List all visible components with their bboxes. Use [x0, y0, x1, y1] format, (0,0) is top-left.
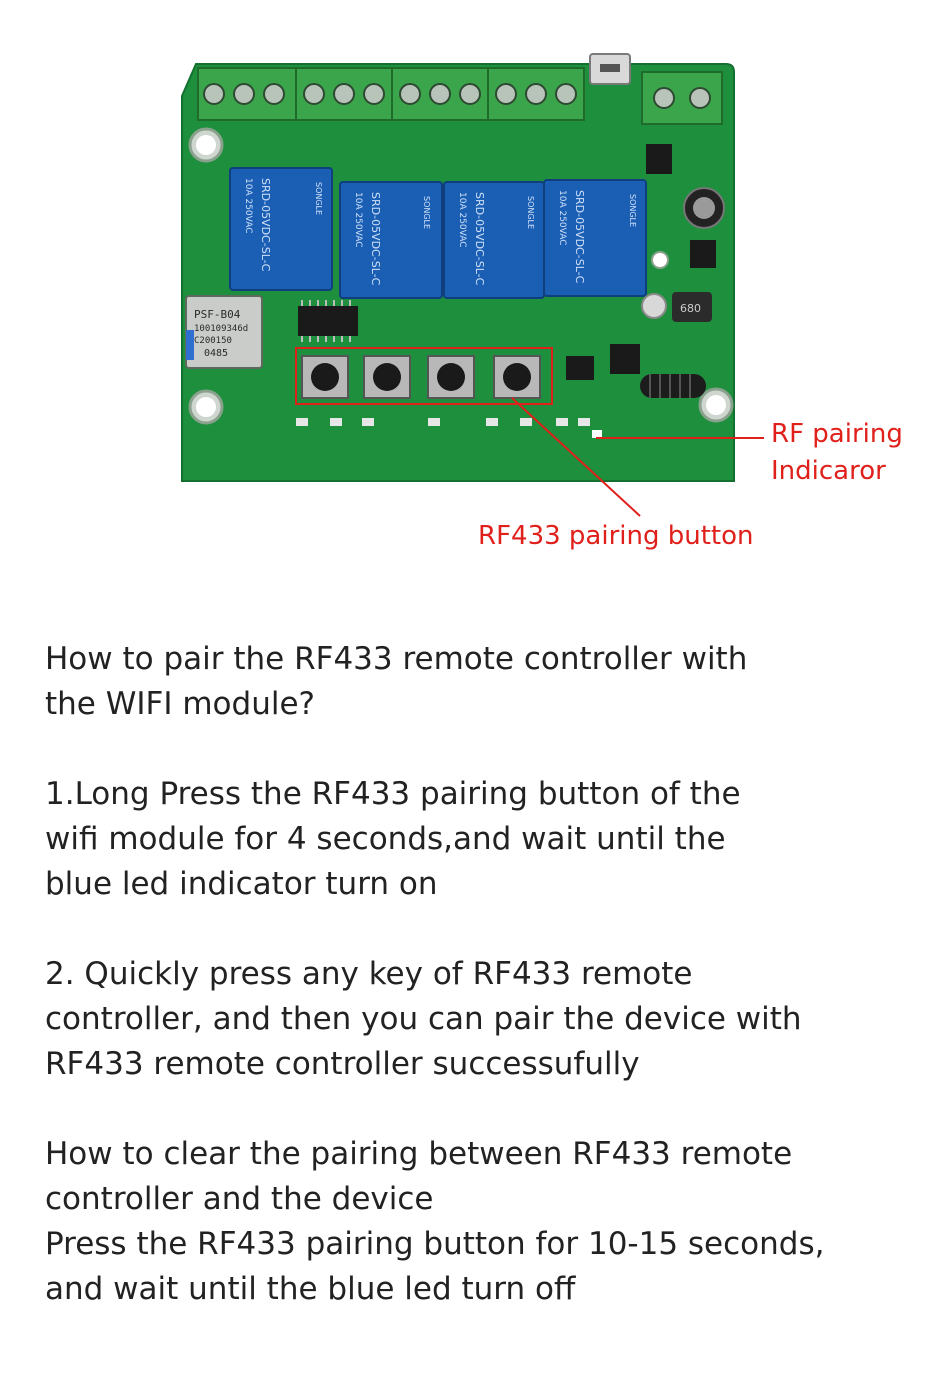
step-2: 2. Quickly press any key of RF433 remote… — [45, 952, 925, 1087]
relay-rating-label: 10A 250VAC — [557, 190, 567, 246]
relays — [229, 167, 647, 299]
relay-brand-label: SONGLE — [422, 196, 431, 229]
ic-chip — [298, 306, 358, 336]
relay-model-label: SRD-05VDC-SL-C — [473, 192, 486, 286]
text-line: the WIFI module? — [45, 686, 315, 722]
mounting-hole — [706, 395, 726, 415]
led-row — [296, 418, 590, 426]
text-line: controller and the device — [45, 1181, 434, 1217]
pairing-button-highlight — [295, 347, 553, 405]
text-line: blue led indicator turn on — [45, 866, 438, 902]
relay-rating-label: 10A 250VAC — [353, 192, 363, 248]
relay-rating-label: 10A 250VAC — [243, 178, 253, 234]
wifi-module-number: 0485 — [204, 348, 228, 359]
mounting-hole — [196, 397, 216, 417]
instructions: How to pair the RF433 remote controller … — [45, 637, 925, 1312]
text-line: 2. Quickly press any key of RF433 remote — [45, 956, 693, 992]
rf-indicator-callout: RF pairing Indicaror — [771, 416, 903, 490]
text-line: Press the RF433 pairing button for 10-15… — [45, 1226, 825, 1262]
tactile-buttons — [301, 355, 541, 399]
text-line: How to clear the pairing between RF433 r… — [45, 1136, 793, 1172]
text-line: 1.Long Press the RF433 pairing button of… — [45, 776, 741, 812]
relay-markings: SRD-05VDC-SL-C SRD-05VDC-SL-C SRD-05VDC-… — [243, 178, 637, 286]
wifi-module-id: 100109346d — [194, 324, 248, 334]
relay-brand-label: SONGLE — [628, 194, 637, 227]
rf-pairing-led — [592, 430, 602, 438]
mounting-hole — [196, 135, 216, 155]
product-figure: SRD-05VDC-SL-C SRD-05VDC-SL-C SRD-05VDC-… — [0, 0, 950, 580]
relay-model-label: SRD-05VDC-SL-C — [369, 192, 382, 286]
wifi-module-label: PSF-B04 — [194, 308, 241, 321]
relay-brand-label: SONGLE — [526, 196, 535, 229]
rf-button-callout: RF433 pairing button — [478, 521, 754, 551]
pcb-board-illustration: SRD-05VDC-SL-C SRD-05VDC-SL-C SRD-05VDC-… — [181, 53, 764, 517]
step-1: 1.Long Press the RF433 pairing button of… — [45, 772, 925, 907]
relay-brand-label: SONGLE — [314, 182, 323, 215]
text-line: controller, and then you can pair the de… — [45, 1001, 802, 1037]
wifi-module-code: C200150 — [194, 336, 232, 346]
text-line: wifi module for 4 seconds,and wait until… — [45, 821, 726, 857]
mounting-hole — [651, 251, 669, 269]
rf-button-pointer — [511, 397, 641, 517]
inductor-label: 680 — [680, 302, 701, 315]
pairing-question: How to pair the RF433 remote controller … — [45, 637, 925, 727]
rf-indicator-callout-line1: RF pairing — [771, 419, 903, 449]
terminal-blocks — [197, 67, 723, 125]
text-line: and wait until the blue led turn off — [45, 1271, 576, 1307]
inductor — [672, 292, 712, 322]
relay-model-label: SRD-05VDC-SL-C — [259, 178, 272, 272]
relay-rating-label: 10A 250VAC — [457, 192, 467, 248]
relay-model-label: SRD-05VDC-SL-C — [573, 190, 586, 284]
text-line: How to pair the RF433 remote controller … — [45, 641, 748, 677]
clear-pairing: How to clear the pairing between RF433 r… — [45, 1132, 925, 1312]
rf-indicator-callout-line2: Indicaror — [771, 456, 886, 486]
text-line: RF433 remote controller successufully — [45, 1046, 640, 1082]
